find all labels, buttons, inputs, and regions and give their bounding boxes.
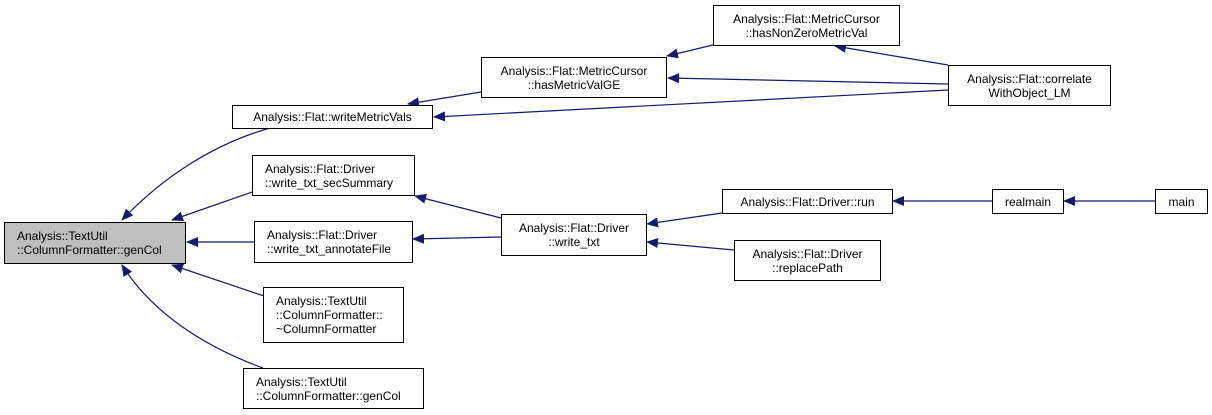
edge-dtor-to-gencol: [171, 263, 265, 297]
edge-writemetricvals-to-gencol: [121, 127, 271, 221]
node-write-metric-vals[interactable]: Analysis::Flat::writeMetricVals: [232, 105, 433, 129]
edge-correlate-to-hasnonzero: [834, 42, 949, 66]
edge-replacepath-to-writetxt: [646, 238, 735, 251]
node-main[interactable]: main: [1155, 189, 1208, 214]
node-correlate-with-object-lm[interactable]: Analysis::Flat::correlate WithObject_LM: [948, 65, 1111, 106]
node-write-txt-sec-summary[interactable]: Analysis::Flat::Driver ::write_txt_secSu…: [252, 155, 415, 196]
node-gencol-overload[interactable]: Analysis::TextUtil ::ColumnFormatter::ge…: [243, 368, 424, 409]
node-replace-path[interactable]: Analysis::Flat::Driver ::replacePath: [734, 240, 881, 281]
node-column-formatter-destructor[interactable]: Analysis::TextUtil ::ColumnFormatter:: ~…: [263, 287, 404, 343]
node-write-txt-annotate-file[interactable]: Analysis::Flat::Driver ::write_txt_annot…: [254, 221, 413, 263]
edge-hasnonzero-to-hasmetricvalge: [666, 44, 714, 59]
edge-hasmetricvalge-to-writemetricvals: [407, 91, 482, 108]
node-has-nonzero-metric-val[interactable]: Analysis::Flat::MetricCursor ::hasNonZer…: [713, 5, 900, 46]
edge-run-to-writetxt: [646, 212, 723, 228]
node-realmain[interactable]: realmain: [992, 189, 1064, 214]
edge-writetxt-to-secsummary: [414, 193, 502, 219]
edge-correlate-to-writemetricvals: [433, 89, 949, 122]
node-write-txt[interactable]: Analysis::Flat::Driver ::write_txt: [501, 214, 647, 256]
node-driver-run[interactable]: Analysis::Flat::Driver::run: [722, 189, 893, 214]
edge-secsummary-to-gencol: [171, 189, 259, 222]
edge-gencoloverload-to-gencol: [121, 264, 264, 369]
node-has-metric-val-ge[interactable]: Analysis::Flat::MetricCursor ::hasMetric…: [481, 57, 667, 98]
node-gencol-focus[interactable]: Analysis::TextUtil ::ColumnFormatter::ge…: [4, 222, 186, 264]
edge-writetxt-to-annotatefile: [412, 233, 502, 244]
edge-correlate-to-hasmetricvalge: [667, 73, 949, 85]
